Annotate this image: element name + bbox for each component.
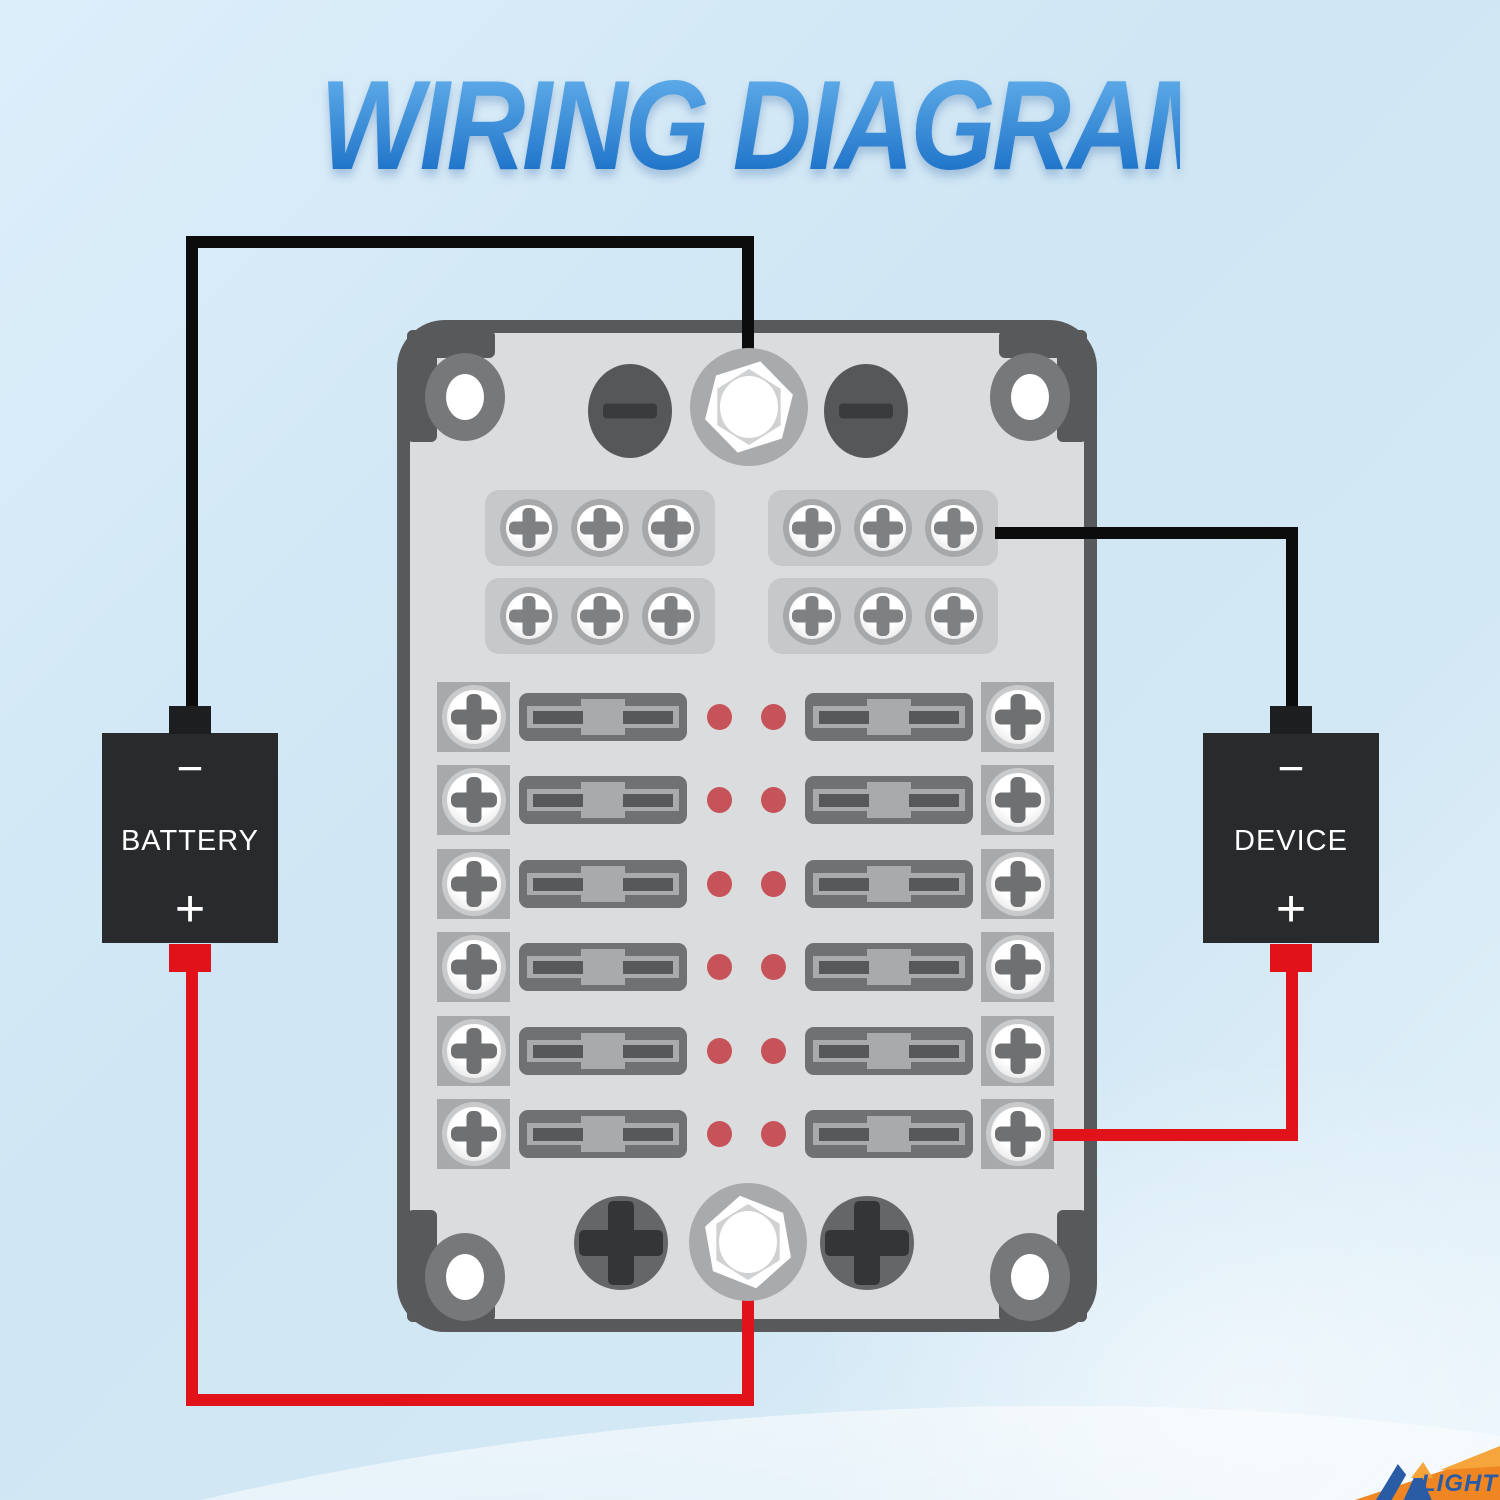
fuse-input-terminal [437, 848, 510, 919]
fuse-row [437, 765, 1054, 835]
blown-fuse-led [707, 1037, 732, 1064]
blown-fuse-led [761, 787, 786, 813]
fuse-row [437, 681, 1054, 752]
device-box: − DEVICE + [1203, 706, 1379, 972]
battery-negative-terminal [169, 706, 211, 734]
blade-fuse [805, 943, 973, 991]
blade-fuse [519, 1026, 687, 1075]
logo-text: LIGHT [1421, 1470, 1498, 1497]
battery-negative-sign: − [176, 742, 204, 794]
fuse-input-terminal [437, 765, 510, 835]
page-title: WIRING DIAGRAM [320, 54, 1234, 196]
slotted-screw-icon [588, 364, 672, 458]
strip-screw-icon [642, 499, 700, 557]
blade-fuse [519, 692, 687, 741]
mounting-hole [990, 1233, 1070, 1321]
blade-fuse [805, 776, 973, 824]
strip-screw-icon [854, 587, 912, 645]
fuse-input-terminal [437, 932, 510, 1002]
strip-screw-icon [500, 587, 558, 645]
strip-screw-icon [925, 587, 983, 645]
blown-fuse-led [761, 870, 786, 897]
fuse-output-terminal [981, 765, 1054, 835]
fuse-input-terminal [437, 1099, 510, 1169]
blade-fuse [805, 1026, 973, 1075]
battery-positive-terminal [169, 944, 211, 972]
negative-bus-strip [485, 578, 715, 654]
blade-fuse [519, 776, 687, 824]
device-negative-sign: − [1277, 742, 1305, 794]
device-label: DEVICE [1234, 825, 1348, 857]
blown-fuse-led [761, 703, 786, 730]
negative-bus-strip [485, 490, 715, 566]
strip-screw-icon [500, 499, 558, 557]
negative-bus-strip [768, 578, 998, 654]
fuse-row [437, 932, 1054, 1002]
logo-banner-accent [1440, 1446, 1500, 1470]
blade-fuse [805, 1110, 973, 1158]
positive-bus-nut-top [690, 348, 808, 466]
fuse-input-terminal [437, 681, 510, 752]
battery-box: − BATTERY + [102, 706, 278, 972]
blade-fuse [519, 859, 687, 908]
fuse-row [437, 848, 1054, 919]
device-positive-terminal [1270, 944, 1312, 972]
brand-logo: LIGHT [1350, 1428, 1500, 1500]
blown-fuse-led [707, 954, 732, 980]
blade-fuse [519, 943, 687, 991]
device-positive-sign: + [1275, 880, 1307, 938]
battery-positive-sign: + [174, 880, 206, 938]
blade-fuse [805, 692, 973, 741]
mounting-hole [990, 353, 1070, 441]
fuse-output-terminal [981, 932, 1054, 1002]
strip-screw-icon [571, 499, 629, 557]
blown-fuse-led [707, 1121, 732, 1147]
fuse-output-terminal [981, 681, 1054, 752]
phillips-screw-icon [820, 1196, 914, 1290]
fuse-input-terminal [437, 1015, 510, 1086]
positive-bus-nut-bottom [689, 1183, 807, 1301]
strip-screw-icon [854, 499, 912, 557]
blown-fuse-led [761, 1121, 786, 1147]
strip-screw-icon [783, 587, 841, 645]
slotted-screw-icon [824, 364, 908, 458]
mounting-hole [425, 1233, 505, 1321]
blown-fuse-led [761, 954, 786, 980]
blade-fuse [519, 1110, 687, 1158]
strip-screw-icon [571, 587, 629, 645]
fuse-output-terminal [981, 1015, 1054, 1086]
blown-fuse-led [761, 1037, 786, 1064]
negative-bus-strip [768, 490, 998, 566]
fuse-row [437, 1015, 1054, 1086]
strip-screw-icon [642, 587, 700, 645]
blown-fuse-led [707, 870, 732, 897]
phillips-screw-icon [574, 1196, 668, 1290]
blade-fuse [805, 859, 973, 908]
mounting-hole [425, 353, 505, 441]
fuse-output-terminal [981, 1099, 1054, 1169]
battery-label: BATTERY [120, 825, 260, 857]
blown-fuse-led [707, 703, 732, 730]
strip-screw-icon [783, 499, 841, 557]
fuse-block [397, 320, 1097, 1332]
fuse-output-terminal [981, 848, 1054, 919]
blown-fuse-led [707, 787, 732, 813]
fuse-row [437, 1099, 1054, 1169]
fuse-rows [437, 320, 1054, 1332]
device-negative-terminal [1270, 706, 1312, 734]
strip-screw-icon [925, 499, 983, 557]
